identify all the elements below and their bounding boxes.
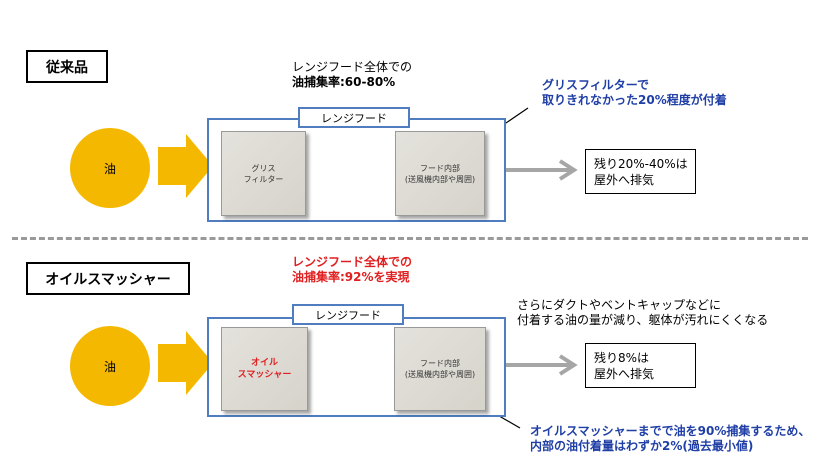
exhaust-arrow-head-2	[558, 354, 578, 376]
range-hood-label: レンジフード	[292, 304, 404, 325]
note-line: さらにダクトやベントキャップなどに	[517, 298, 722, 312]
oil-smasher-efficiency: レンジフード全体での 油捕集率:92%を実現	[292, 255, 412, 285]
panel-text: スマッシャー	[237, 370, 292, 380]
oil-smasher-label: オイルスマッシャー	[26, 262, 190, 295]
conventional-adhesion-note: グリスフィルターで 取りきれなかった20%程度が付着	[542, 78, 727, 108]
oil-smasher-capture-note: オイルスマッシャーまでで油を90%捕集するため、 内部の油付着量はわずか2%(過…	[530, 424, 810, 454]
oil-smasher-panel: オイル スマッシャー	[221, 327, 308, 411]
hood-inside-panel: フード内部 (送風機内部や周囲)	[394, 327, 486, 411]
exhaust-arrow-head	[558, 159, 578, 181]
remain-text: 残り8%は	[594, 351, 650, 365]
oil-circle: 油	[70, 326, 150, 406]
note-line: 取りきれなかった20%程度が付着	[542, 93, 727, 107]
efficiency-line: レンジフード全体での	[292, 255, 413, 269]
oil-to-smasher-arrow	[158, 331, 213, 395]
range-hood-label: レンジフード	[298, 107, 410, 128]
panel-text: (送風機内部や周囲)	[404, 370, 476, 379]
efficiency-line: レンジフード全体での	[292, 60, 413, 74]
exhaust-remain-box: 残り20%-40%は 屋外へ排気	[585, 149, 696, 194]
remain-text: 残り20%-40%は	[594, 157, 688, 171]
efficiency-rate: 油捕集率:60-80%	[292, 75, 396, 89]
hood-inside-panel: フード内部 (送風機内部や周囲)	[395, 131, 485, 216]
panel-text: フィルター	[243, 174, 284, 184]
conventional-efficiency: レンジフード全体での 油捕集率:60-80%	[292, 60, 412, 90]
note-line: オイルスマッシャーまでで油を90%捕集するため、	[530, 424, 811, 438]
remain-text: 屋外へ排気	[594, 367, 655, 381]
grease-filter-panel: グリス フィルター	[221, 131, 306, 216]
note-line: 付着する油の量が減り、躯体が汚れにくくなる	[517, 313, 769, 327]
oil-to-filter-arrow	[158, 134, 213, 198]
exhaust-remain-box: 残り8%は 屋外へ排気	[585, 343, 696, 388]
note-line: 内部の油付着量はわずか2%(過去最小値)	[530, 439, 754, 453]
panel-text: オイル	[250, 358, 278, 368]
oil-smasher-benefit-note: さらにダクトやベントキャップなどに 付着する油の量が減り、躯体が汚れにくくなる	[517, 298, 768, 328]
oil-circle: 油	[70, 128, 150, 208]
section-divider	[12, 237, 808, 240]
note-line: グリスフィルターで	[542, 78, 650, 92]
remain-text: 屋外へ排気	[594, 173, 655, 187]
panel-text: フード内部	[420, 359, 460, 368]
efficiency-rate: 油捕集率:92%を実現	[292, 270, 410, 284]
panel-text: グリス	[251, 163, 276, 173]
conventional-label: 従来品	[26, 50, 108, 83]
panel-text: (送風機内部や周囲)	[404, 174, 476, 184]
panel-text: フード内部	[420, 163, 460, 173]
